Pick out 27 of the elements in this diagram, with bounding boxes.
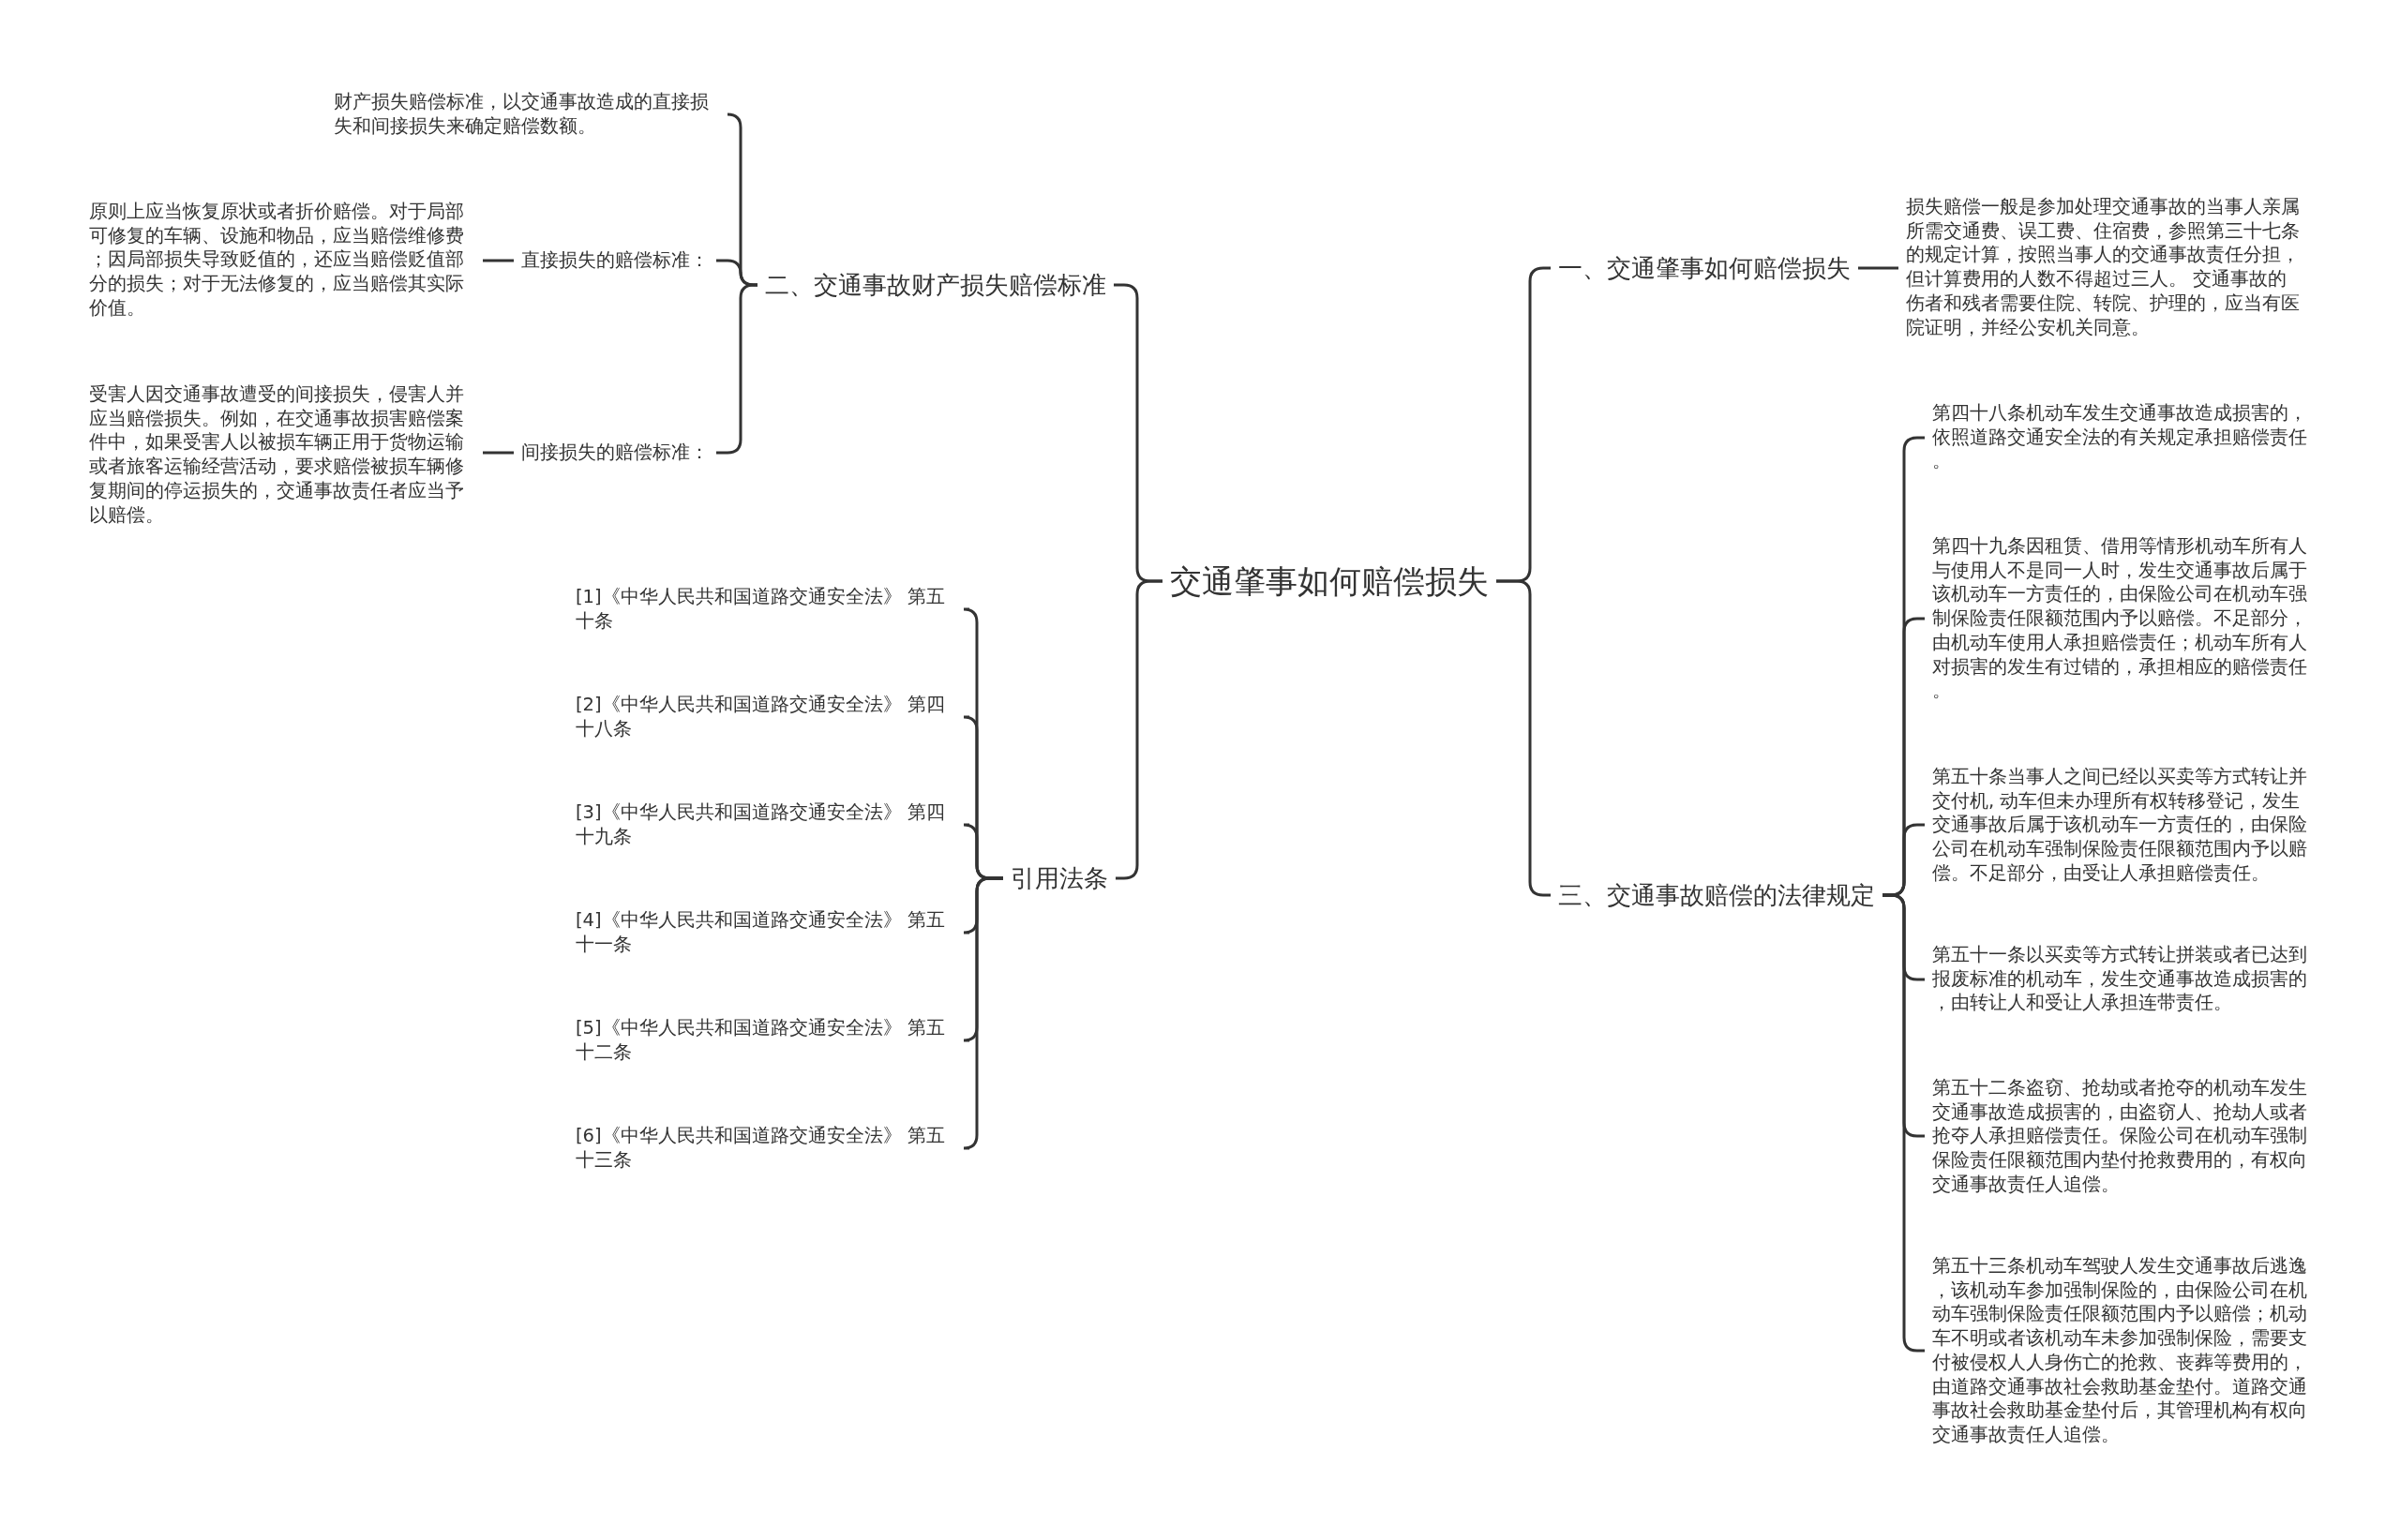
- article-text: 第四十八条机动车发生交通事故造成损害的，依照道路交通安全法的有关规定承担赔偿责任。: [1932, 401, 2318, 474]
- connector-line: [1858, 266, 1898, 270]
- citation-text: [4]《中华人民共和国道路交通安全法》 第五十一条: [576, 908, 962, 957]
- subtopic-label: 间接损失的赔偿标准：: [521, 441, 709, 465]
- article-text: 第五十一条以买卖等方式转让拼装或者已达到报废标准的机动车，发生交通事故造成损害的，由转让人和受让人承担连带责任。: [1932, 943, 2318, 1016]
- branch-topic: 二、交通事故财产损失赔偿标准: [765, 268, 1106, 302]
- citation-text: [3]《中华人民共和国道路交通安全法》 第四十九条: [576, 800, 962, 849]
- citation-text: [1]《中华人民共和国道路交通安全法》 第五十条: [576, 585, 962, 634]
- note-text: 原则上应当恢复原状或者折价赔偿。对于局部可修复的车辆、设施和物品，应当赔偿维修费；因局部损失导致贬值的，还应当赔偿贬值部分的损失；对于无法修复的，应当赔偿其实际价值。: [89, 199, 475, 321]
- note-text: 受害人因交通事故遭受的间接损失，侵害人并应当赔偿损失。例如，在交通事故损害赔偿案件中，如果受害人以被损车辆正用于货物运输或者旅客运输经营活动，要求赔偿被损车辆修复期间的停运损失的，交通事故责任者应当予以赔偿。: [89, 381, 475, 528]
- branch-topic: 三、交通事故赔偿的法律规定: [1558, 878, 1875, 912]
- branch-topic: 引用法条: [1011, 861, 1108, 895]
- article-text: 第五十三条机动车驾驶人发生交通事故后逃逸，该机动车参加强制保险的，由保险公司在机动车强制保险责任限额范围内予以赔偿；机动车不明或者该机动车未参加强制保险，需要支付被侵权人人身伤亡的抢救、丧葬等费用的，由道路交通事故社会救助基金垫付。道路交通事故社会救助基金垫付后，其管理机构有权向交通事故责任人追偿。: [1932, 1254, 2318, 1447]
- connector-line: [962, 876, 1003, 1150]
- note-text: 财产损失赔偿标准，以交通事故造成的直接损失和间接损失来确定赔偿数额。: [334, 90, 720, 139]
- article-text: 第四十九条因租赁、借用等情形机动车所有人与使用人不是同一人时，发生交通事故后属于该机动车一方责任的，由保险公司在机动车强制保险责任限额范围内予以赔偿。不足部分，由机动车使用人承担赔偿责任；机动车所有人对损害的发生有过错的，承担相应的赔偿责任。: [1932, 533, 2318, 704]
- note-text: 损失赔偿一般是参加处理交通事故的当事人亲属所需交通费、误工费、住宿费，参照第三十七条的规定计算，按照当事人的交通事故责任分担，但计算费用的人数不得超过三人。 交通事故的伤者和残者需要住院、转院、护理的，应当有医院证明，并经公安机关同意。: [1906, 194, 2300, 340]
- citation-text: [5]《中华人民共和国道路交通安全法》 第五十二条: [576, 1016, 962, 1065]
- connector-line: [483, 259, 514, 262]
- article-text: 第五十条当事人之间已经以买卖等方式转让并交付机, 动车但未办理所有权转移登记，发生交通事故后属于该机动车一方责任的，由保险公司在机动车强制保险责任限额范围内予以赔偿。不足部分，由受让人承担赔偿责任。: [1932, 764, 2318, 886]
- citation-text: [6]《中华人民共和国道路交通安全法》 第五十三条: [576, 1124, 962, 1173]
- subtopic-label: 直接损失的赔偿标准：: [521, 248, 709, 273]
- central-topic: 交通肇事如何赔偿损失: [1170, 560, 1489, 603]
- citation-text: [2]《中华人民共和国道路交通安全法》 第四十八条: [576, 693, 962, 741]
- connector-line: [483, 451, 514, 455]
- branch-topic: 一、交通肇事如何赔偿损失: [1558, 251, 1851, 285]
- article-text: 第五十二条盗窃、抢劫或者抢夺的机动车发生交通事故造成损害的，由盗窃人、抢劫人或者抢夺人承担赔偿责任。保险公司在机动车强制保险责任限额范围内垫付抢救费用的，有权向交通事故责任人追偿。: [1932, 1075, 2318, 1197]
